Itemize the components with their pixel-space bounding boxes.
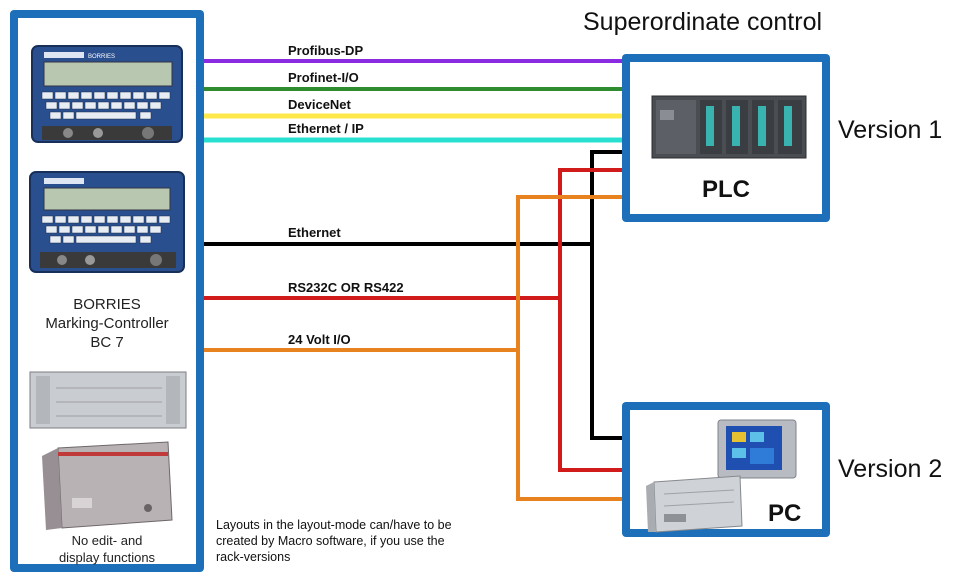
version-2-label: Version 2 xyxy=(838,455,943,483)
plc-hardware-icon xyxy=(651,95,807,159)
plc-label: PLC xyxy=(702,176,750,203)
pc-box: PC xyxy=(622,402,830,537)
controller-panel: BORRIES BORRIES Marking xyxy=(10,10,204,572)
io-line xyxy=(204,195,622,352)
controller-keypad-device-1: BORRIES xyxy=(31,45,183,143)
controller-name-line-2: Marking-Controller xyxy=(45,315,169,332)
footnote-line-2: created by Macro software, if you use th… xyxy=(216,534,445,548)
ethernet-ip-label: Ethernet / IP xyxy=(288,121,364,136)
version-1-label: Version 1 xyxy=(838,116,943,144)
rack-device xyxy=(29,371,187,429)
footnote-line-1: Layouts in the layout-mode can/have to b… xyxy=(216,518,452,532)
touch-panel-icon xyxy=(717,419,797,479)
rs232-label: RS232C OR RS422 xyxy=(288,280,404,295)
controller-keypad-device-2 xyxy=(29,171,185,273)
io-pc-branch xyxy=(516,350,622,501)
superordinate-control-title: Superordinate control xyxy=(583,8,823,36)
pc-label: PC xyxy=(768,500,802,527)
controller-note-line-1: No edit- and xyxy=(71,533,143,548)
controller-note-line-2: display functions xyxy=(58,550,156,565)
ethernet-label: Ethernet xyxy=(288,225,341,240)
controller-name-line-3: BC 7 xyxy=(90,334,124,351)
desktop-case-device xyxy=(42,441,173,530)
controller-name-line-1: BORRIES xyxy=(73,296,141,313)
industrial-pc-icon xyxy=(646,475,743,533)
profibus-label: Profibus-DP xyxy=(288,43,364,58)
footnote-line-3: rack-versions xyxy=(216,550,291,564)
devicenet-label: DeviceNet xyxy=(288,97,351,112)
rs232-line xyxy=(204,168,622,300)
plc-box: PLC xyxy=(622,54,830,222)
profinet-label: Profinet-I/O xyxy=(288,70,359,85)
controller-note: No edit- and display functions xyxy=(18,532,196,566)
rack-version-footnote: Layouts in the layout-mode can/have to b… xyxy=(216,517,452,565)
rs232-pc-branch xyxy=(558,298,622,472)
controller-name: BORRIES Marking-Controller BC 7 xyxy=(18,295,196,352)
ethernet-pc-branch xyxy=(590,244,622,440)
io-label: 24 Volt I/O xyxy=(288,332,351,347)
device-brand-text: BORRIES xyxy=(88,54,115,60)
